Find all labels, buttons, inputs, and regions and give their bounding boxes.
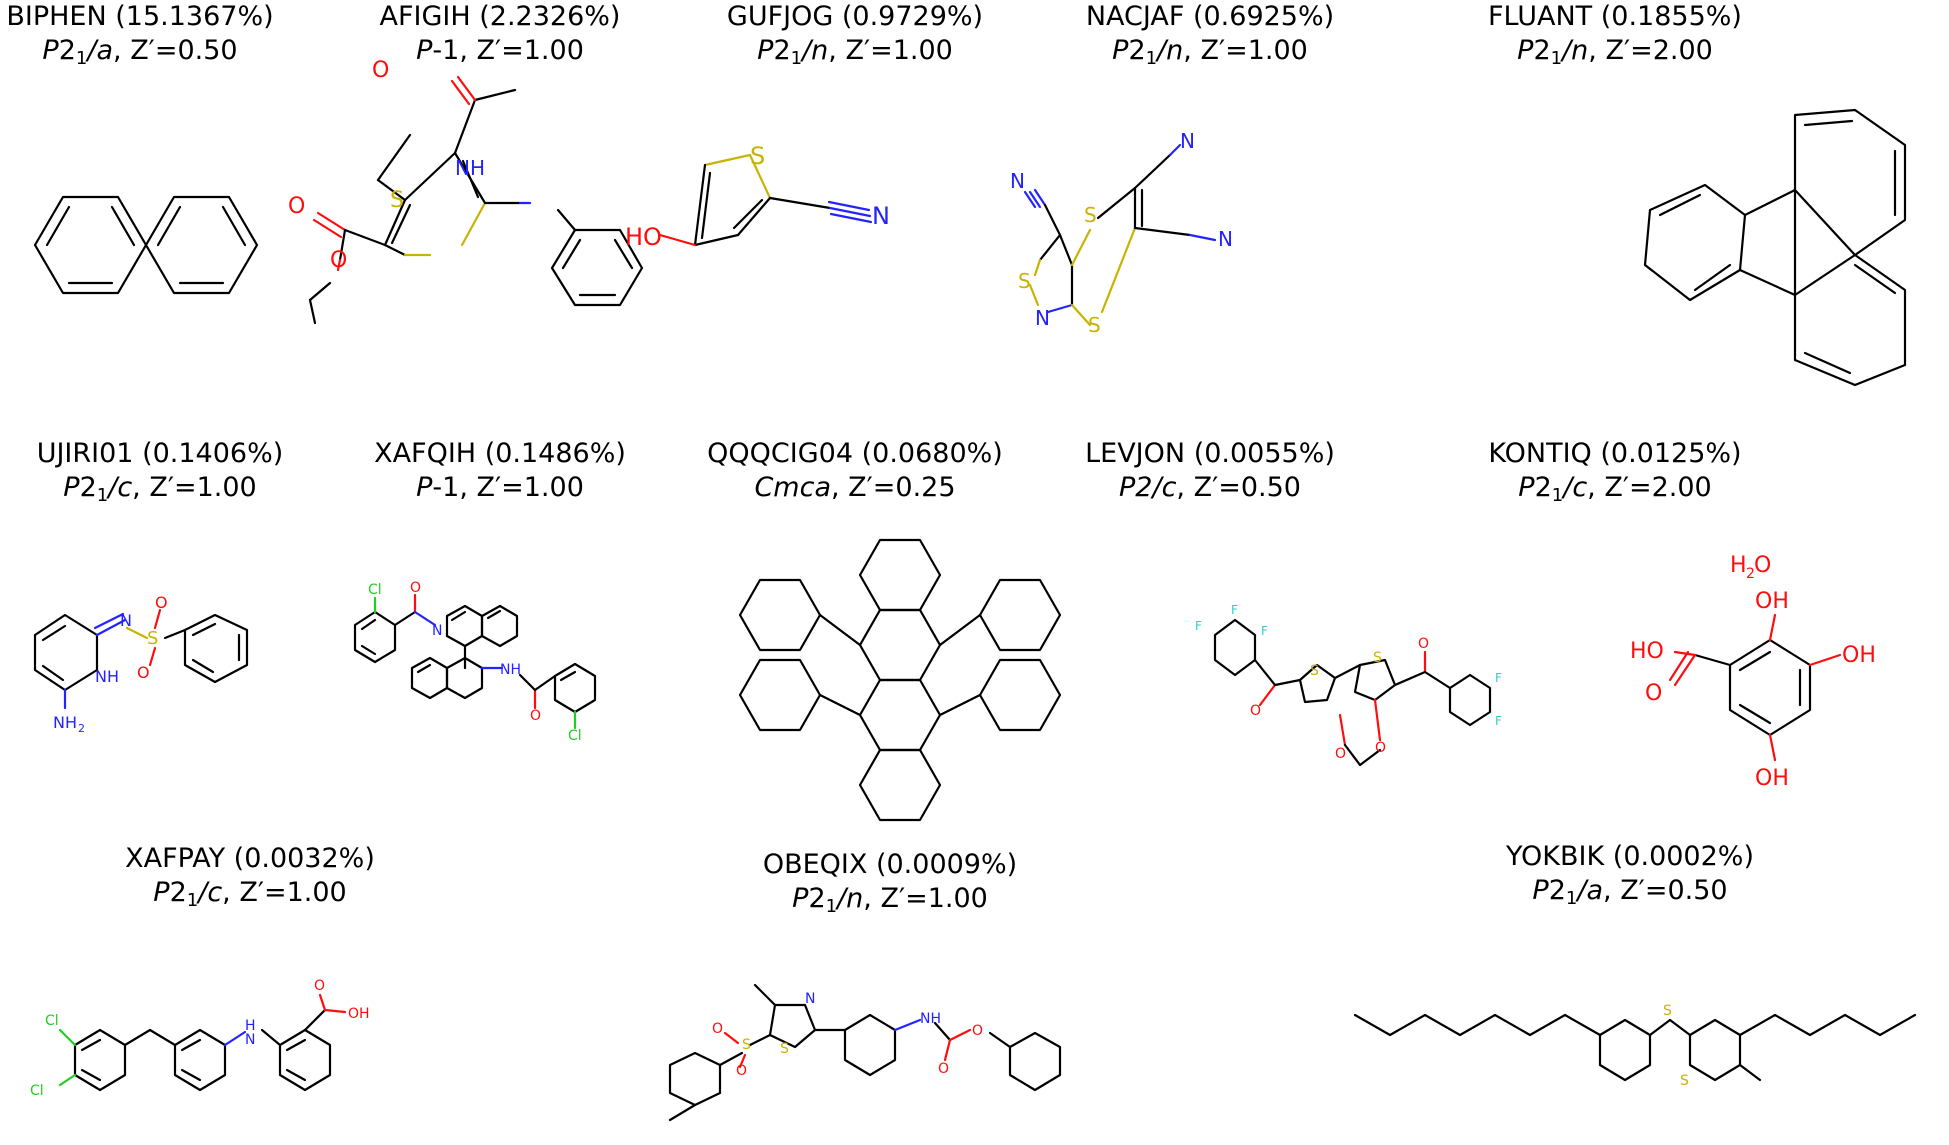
svg-text:2: 2 [78, 722, 85, 735]
svg-text:O: O [1375, 740, 1386, 756]
molecule-title-gufjog: GUFJOG (0.9729%) P21/n, Z′=1.00 [726, 1, 984, 69]
svg-text:F: F [1231, 603, 1238, 617]
structure-levjon: S S O O O O F F F F F [1195, 603, 1502, 767]
svg-text:O: O [972, 1023, 983, 1039]
molecule-title-afigih: AFIGIH (2.2326%) P-1, Z′=1.00 [379, 1, 621, 66]
svg-text:OH: OH [1842, 643, 1876, 668]
structure-xafqih: Cl O N NH O Cl [353, 580, 597, 744]
svg-text:F: F [1495, 671, 1502, 685]
svg-text:N: N [805, 991, 815, 1007]
svg-text:N: N [1035, 306, 1050, 330]
svg-text:O: O [1645, 681, 1662, 706]
molecule-title-yokbik: YOKBIK (0.0002%) P21/a, Z′=0.50 [1506, 841, 1754, 909]
svg-text:S: S [1310, 663, 1319, 679]
svg-text:S: S [390, 188, 404, 213]
structure-ujiri01: N S O O NH NH 2 [33, 593, 249, 735]
svg-text:O: O [736, 1063, 747, 1079]
svg-text:S: S [750, 142, 765, 170]
structure-xafpay: Cl Cl H N O OH [30, 978, 370, 1099]
structure-biphen [33, 195, 259, 295]
svg-text:NH: NH [95, 667, 119, 686]
svg-text:O: O [1335, 746, 1346, 762]
molecule-title-ujiri01: UJIRI01 (0.1406%) P21/c, Z′=1.00 [36, 438, 284, 506]
svg-text:N: N [245, 1032, 255, 1048]
svg-text:S: S [1084, 203, 1097, 227]
molecule-title-xafqih: XAFQIH (0.1486%) P-1, Z′=1.00 [374, 438, 626, 503]
molecule-title-kontiq: KONTIQ (0.0125%) P21/c, Z′=2.00 [1488, 438, 1742, 506]
molecule-title-levjon: LEVJON (0.0055%) P2/c, Z′=0.50 [1085, 438, 1335, 503]
svg-text:S: S [1663, 1003, 1672, 1019]
svg-text:Cl: Cl [45, 1013, 59, 1029]
structure-yokbik: S S [1353, 1003, 1917, 1089]
svg-text:O: O [938, 1061, 949, 1077]
svg-text:OH: OH [1755, 589, 1789, 614]
svg-text:NH: NH [53, 713, 77, 732]
svg-text:O: O [1250, 703, 1261, 719]
svg-text:F: F [1261, 624, 1268, 638]
svg-text:N: N [1218, 227, 1233, 251]
svg-text:O: O [288, 194, 305, 219]
svg-text:N: N [1180, 129, 1195, 153]
svg-text:OH: OH [348, 1006, 370, 1022]
svg-text:H: H [1730, 553, 1747, 578]
svg-text:S: S [780, 1041, 789, 1057]
svg-text:S: S [1680, 1073, 1689, 1089]
svg-text:Cl: Cl [568, 728, 582, 744]
structure-nacjaf: N S N S S N N [1010, 129, 1233, 337]
molecule-title-obeqix: OBEQIX (0.0009%) P21/n, Z′=1.00 [762, 849, 1018, 917]
svg-text:N: N [432, 623, 442, 639]
svg-text:H: H [245, 1018, 256, 1034]
svg-text:O: O [372, 58, 389, 83]
molecule-title-qqqcig04: QQQCIG04 (0.0680%) Cmca, Z′=0.25 [707, 438, 1003, 503]
svg-text:NH: NH [920, 1011, 941, 1027]
svg-text:O: O [712, 1021, 723, 1037]
svg-text:HO: HO [1630, 639, 1664, 664]
svg-text:F: F [1195, 619, 1202, 633]
molecule-title-fluant: FLUANT (0.1855%) P21/n, Z′=2.00 [1488, 1, 1742, 69]
title-text: BIPHEN (15.1367%) P21/a, Z′=0.50 [6, 1, 274, 69]
svg-text:Cl: Cl [368, 582, 382, 598]
structure-obeqix: N S S O O NH O O [668, 983, 1062, 1122]
svg-text:O: O [330, 248, 347, 273]
svg-text:N: N [1010, 169, 1025, 193]
svg-text:N: N [120, 611, 132, 630]
molecule-title-biphen: BIPHEN (15.1367%) P21/a, Z′=0.50 [0, 0, 340, 70]
svg-text:S: S [1088, 313, 1101, 337]
svg-text:HO: HO [625, 223, 662, 251]
structure-gufjog: S HO N [625, 142, 890, 251]
svg-text:O: O [410, 580, 421, 596]
structure-fluant [1643, 108, 1907, 387]
svg-text:S: S [742, 1037, 751, 1053]
svg-text:NH: NH [455, 156, 485, 180]
svg-text:F: F [1495, 714, 1502, 728]
svg-text:O: O [155, 593, 168, 612]
structure-qqqcig04 [738, 538, 1062, 822]
svg-text:O: O [137, 663, 150, 682]
svg-text:Cl: Cl [30, 1083, 44, 1099]
svg-text:O: O [314, 978, 325, 994]
svg-text:O: O [530, 708, 541, 724]
svg-text:OH: OH [1755, 766, 1789, 791]
svg-text:2: 2 [1746, 566, 1755, 582]
structure-afigih: O NH S O O [288, 58, 644, 325]
svg-text:N: N [872, 202, 890, 230]
svg-text:O: O [1418, 636, 1429, 652]
svg-text:S: S [1373, 650, 1382, 666]
svg-text:NH: NH [500, 662, 521, 678]
svg-text:S: S [147, 628, 158, 649]
svg-text:S: S [1018, 269, 1031, 293]
molecule-title-xafpay: XAFPAY (0.0032%) P21/c, Z′=1.00 [125, 843, 375, 911]
svg-text:O: O [1754, 553, 1771, 578]
molecule-title-nacjaf: NACJAF (0.6925%) P21/n, Z′=1.00 [1085, 1, 1335, 69]
